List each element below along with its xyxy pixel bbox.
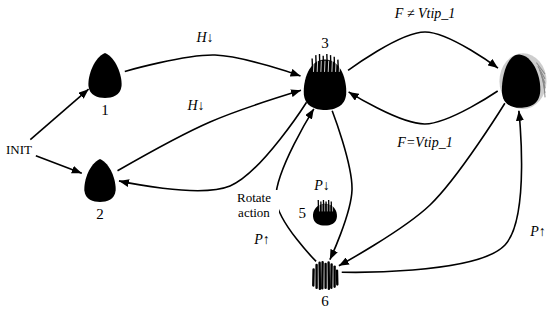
tip-outline bbox=[88, 53, 121, 98]
hair-gap bbox=[313, 61, 314, 72]
hair-stroke bbox=[323, 200, 325, 210]
hair-gap bbox=[320, 61, 321, 72]
hair-stroke bbox=[320, 202, 322, 211]
hair-stroke bbox=[330, 55, 332, 71]
brush-tip-shape bbox=[310, 261, 340, 289]
hair-stroke bbox=[318, 263, 321, 289]
hair-gap bbox=[322, 204, 323, 211]
brush-state: 5 bbox=[312, 200, 338, 226]
state-number-holder: 5 bbox=[299, 204, 307, 222]
transition-arrow bbox=[125, 55, 301, 76]
transition-arrow bbox=[119, 102, 307, 190]
hair-stroke bbox=[318, 200, 320, 210]
brush-state: 3 bbox=[302, 54, 348, 110]
hair-stroke bbox=[322, 56, 324, 71]
state-number-holder: 3 bbox=[321, 34, 329, 52]
hair-stroke bbox=[311, 58, 313, 70]
hair-gap bbox=[332, 204, 333, 211]
pressure-label: P↓ bbox=[312, 178, 332, 194]
brush-state: 6 bbox=[310, 261, 340, 289]
hair-gap bbox=[339, 61, 340, 72]
state-number: 6 bbox=[321, 293, 329, 309]
transition-label: P↑ bbox=[528, 224, 548, 240]
transition-arrow bbox=[36, 156, 82, 173]
brush-state bbox=[498, 51, 546, 109]
transition-label: H↓ bbox=[185, 98, 206, 114]
hair-gap bbox=[335, 61, 336, 72]
hair-stroke bbox=[328, 200, 330, 210]
hair-gap bbox=[331, 61, 332, 72]
ink-halo bbox=[499, 53, 546, 109]
transition-label: P↑ bbox=[252, 232, 272, 248]
transition-arrow bbox=[118, 90, 301, 170]
hair-gap bbox=[317, 61, 318, 72]
transition-label: F=Vtip_1 bbox=[395, 135, 454, 151]
start-label: INIT bbox=[4, 141, 34, 158]
transition-label: H↓ bbox=[194, 30, 215, 46]
hair-stroke bbox=[544, 80, 545, 97]
state-number-holder: 6 bbox=[321, 292, 329, 310]
state-number-holder: 1 bbox=[101, 101, 109, 119]
hair-stroke bbox=[333, 267, 335, 287]
brush-tip-shape bbox=[83, 158, 117, 202]
brush-tip-shape bbox=[312, 200, 338, 226]
hair-stroke bbox=[334, 57, 336, 71]
state-number: 2 bbox=[96, 206, 104, 222]
brush-tip-shape bbox=[87, 52, 123, 98]
brush-tip-shape bbox=[302, 54, 348, 110]
hair-gap bbox=[319, 204, 320, 211]
brush-state: 1 bbox=[87, 52, 123, 98]
brush-state: 2 bbox=[83, 158, 117, 202]
tip-outline bbox=[313, 204, 337, 226]
hair-stroke bbox=[319, 54, 321, 71]
hair-gap bbox=[328, 61, 329, 72]
hair-stroke bbox=[315, 55, 317, 71]
state-number: 1 bbox=[101, 102, 109, 118]
transition-arrow bbox=[348, 32, 498, 70]
hair-stroke bbox=[324, 264, 326, 288]
hair-gap bbox=[324, 204, 325, 211]
hair-stroke bbox=[321, 262, 324, 288]
state-number: 5 bbox=[299, 205, 307, 221]
hair-stroke bbox=[330, 264, 333, 288]
state-number: 3 bbox=[321, 35, 329, 51]
state-number-holder: 2 bbox=[96, 205, 104, 223]
hair-stroke bbox=[312, 269, 315, 285]
hair-stroke bbox=[327, 262, 330, 289]
transition-arrow bbox=[342, 111, 522, 273]
tip-outline bbox=[304, 60, 347, 110]
transition-arrow bbox=[339, 103, 505, 265]
tip-outline bbox=[502, 54, 540, 107]
hair-stroke bbox=[326, 54, 328, 71]
hair-gap bbox=[329, 204, 330, 211]
start-node: INIT bbox=[4, 141, 34, 158]
hair-stroke bbox=[337, 60, 339, 71]
transition-arrow bbox=[349, 91, 498, 124]
transition-arrow bbox=[276, 109, 316, 262]
transition-arrow bbox=[330, 111, 352, 260]
transition-arrow bbox=[30, 89, 88, 139]
brush-tip-shape bbox=[498, 51, 546, 109]
hair-stroke bbox=[325, 202, 327, 211]
hair-gap bbox=[327, 204, 328, 211]
hair-stroke bbox=[331, 202, 333, 211]
hair-stroke bbox=[315, 265, 317, 288]
hair-stroke bbox=[336, 271, 339, 285]
tip-outline bbox=[84, 159, 115, 202]
hair-gap bbox=[324, 61, 325, 72]
transition-label: F ≠ Vtip_1 bbox=[393, 6, 458, 22]
transition-label: Rotate action bbox=[229, 190, 279, 220]
